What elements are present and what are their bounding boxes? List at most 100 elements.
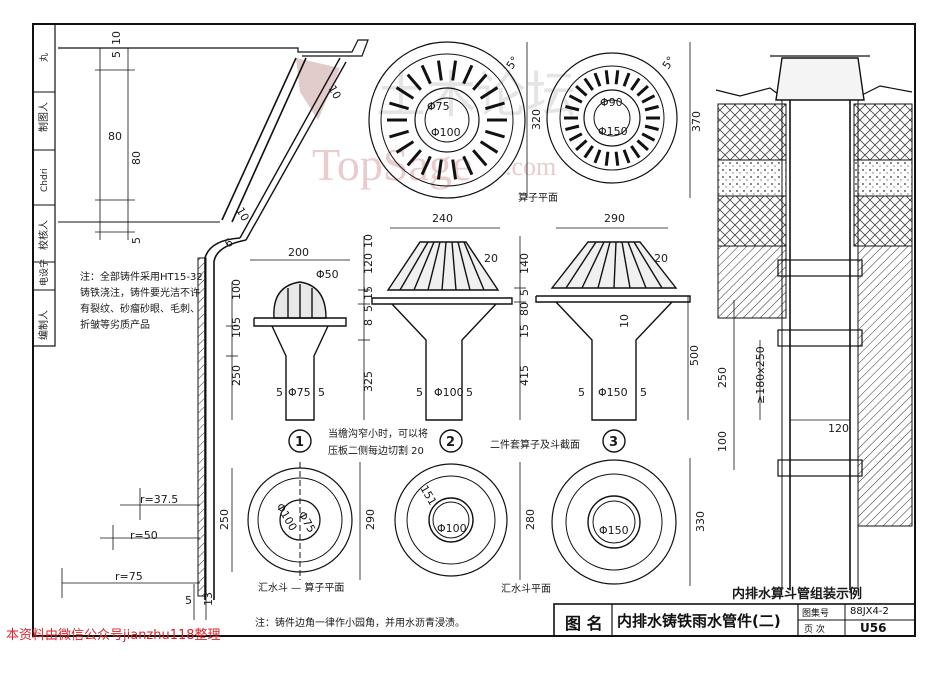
svg-text:5: 5 [518, 289, 531, 296]
grate-slot [462, 64, 474, 85]
svg-text:2: 2 [446, 435, 455, 450]
svg-text:汇水斗平面: 汇水斗平面 [501, 582, 551, 595]
grate-slot [472, 149, 488, 167]
svg-text:20: 20 [484, 252, 498, 265]
bottom-note: 注：铸件边角一律作小园角，并用水沥青浸渍。 [255, 618, 465, 629]
assembly-detail [715, 55, 913, 590]
grate-slot [583, 145, 594, 159]
role-author: 编制人 [37, 310, 50, 340]
grate-slot [484, 129, 505, 139]
grate-slot [614, 70, 620, 85]
svg-text:20: 20 [654, 252, 668, 265]
grate-slot [604, 151, 610, 166]
svg-text:250: 250 [716, 367, 729, 388]
grate-slot [479, 140, 499, 154]
assembly-labels: 250 100 ≥180x250 120 [716, 346, 849, 452]
grate-slot [641, 94, 656, 104]
svg-text:140: 140 [518, 253, 531, 274]
page-label: 页 次 [804, 625, 825, 635]
svg-text:15: 15 [362, 286, 375, 300]
grate-plan-labels: Φ75 Φ100 320 5° Φ90 Φ150 370 5° 算子平面 [427, 54, 703, 204]
role-checker: 校核人 [37, 220, 50, 250]
svg-text:10: 10 [362, 234, 375, 248]
title-block [553, 603, 916, 637]
rim-cut-note-2: 压板二侧每边切割 20 [328, 444, 424, 457]
variant-markers: 1 2 3 [288, 429, 626, 453]
grate-slot [644, 124, 659, 131]
credit-text: 本资料由微信公众号jianzhu118整理 [6, 628, 221, 643]
svg-text:5: 5 [185, 594, 192, 607]
svg-text:1: 1 [295, 435, 304, 450]
svg-text:Φ150: Φ150 [599, 524, 629, 537]
grate-slot [604, 70, 610, 85]
svg-text:370: 370 [690, 111, 703, 132]
grate-slot [614, 151, 620, 166]
gutter-section-detail [58, 39, 369, 620]
grate-slot [636, 85, 649, 97]
sheet-title: 内排水铸铁雨水管件(二) [617, 612, 781, 630]
svg-text:10: 10 [325, 83, 343, 102]
rim-cut-note-1: 当檐沟窄小时，可以将 [328, 427, 428, 440]
svg-text:100: 100 [230, 279, 243, 300]
grate-slot [593, 72, 602, 87]
svg-text:Φ90: Φ90 [600, 96, 623, 109]
grate-plan-large [546, 42, 691, 198]
role-drafter: 制图人 [37, 102, 50, 132]
svg-text:Φ150: Φ150 [598, 386, 628, 399]
grate-slot [630, 77, 641, 91]
svg-text:120: 120 [362, 253, 375, 274]
grate-slot [395, 140, 415, 154]
side-block-frame [32, 23, 56, 347]
svg-text:5: 5 [318, 386, 325, 399]
svg-text:Φ100: Φ100 [437, 522, 467, 535]
svg-text:汇水斗 — 算子平面: 汇水斗 — 算子平面 [258, 581, 344, 594]
variant-3-section [535, 227, 691, 421]
svg-text:Φ75: Φ75 [295, 509, 318, 535]
variant-1-section [250, 259, 350, 421]
svg-text:3: 3 [609, 435, 618, 450]
grate-slot [436, 60, 443, 81]
grate-slot [565, 105, 580, 112]
variant-1-marker [288, 429, 312, 453]
grate-slot [389, 101, 410, 111]
svg-text:325: 325 [362, 371, 375, 392]
grate-slot [644, 105, 659, 112]
grate-slot [568, 94, 583, 104]
variant-3-marker [602, 429, 626, 453]
grate-slot [389, 129, 410, 139]
grate-slot [575, 139, 588, 151]
atlas-no-label: 图集号 [802, 609, 830, 619]
svg-text:13: 13 [202, 592, 215, 606]
svg-text:算子平面: 算子平面 [518, 191, 558, 204]
grate-slot [484, 101, 505, 111]
svg-text:105: 105 [230, 317, 243, 338]
svg-text:5: 5 [640, 386, 647, 399]
svg-text:r=37.5: r=37.5 [140, 493, 178, 506]
svg-text:8: 8 [362, 319, 375, 326]
svg-text:5: 5 [276, 386, 283, 399]
grate-slot [641, 132, 656, 142]
variant-2-section [371, 227, 513, 421]
svg-text:415: 415 [518, 365, 531, 386]
grate-slot [479, 86, 499, 100]
svg-text:r=75: r=75 [115, 570, 143, 583]
grate-slot [593, 149, 602, 164]
gutter-detail-labels: 5 10 80 80 5 r=37.5 r=50 r=75 5 13 10 10… [108, 31, 344, 607]
title-label: 图 名 [565, 614, 603, 633]
side-block-roles: 编制人 校核人 制图人 电设宁 Chdri 丸 [37, 53, 50, 340]
grate-slot [636, 139, 649, 151]
variant-2-marker [439, 429, 463, 453]
svg-text:r=50: r=50 [130, 529, 158, 542]
svg-text:Φ50: Φ50 [316, 268, 339, 281]
svg-text:250: 250 [230, 365, 243, 386]
svg-text:500: 500 [688, 345, 701, 366]
svg-text:5°: 5° [504, 54, 522, 72]
svg-text:5: 5 [416, 386, 423, 399]
assembly-title: 内排水算斗管组装示例 [732, 586, 862, 602]
material-note: 注：全部铸件采用HT15-32 铸铁浇注，铸件要光洁不许有裂纹、砂瘤砂眼、毛刺、… [80, 272, 203, 331]
grate-slot [622, 72, 631, 87]
atlas-no: 88JX4-2 [850, 606, 889, 617]
svg-text:5: 5 [578, 386, 585, 399]
svg-text:80: 80 [130, 151, 143, 165]
grate-slot [565, 124, 580, 131]
